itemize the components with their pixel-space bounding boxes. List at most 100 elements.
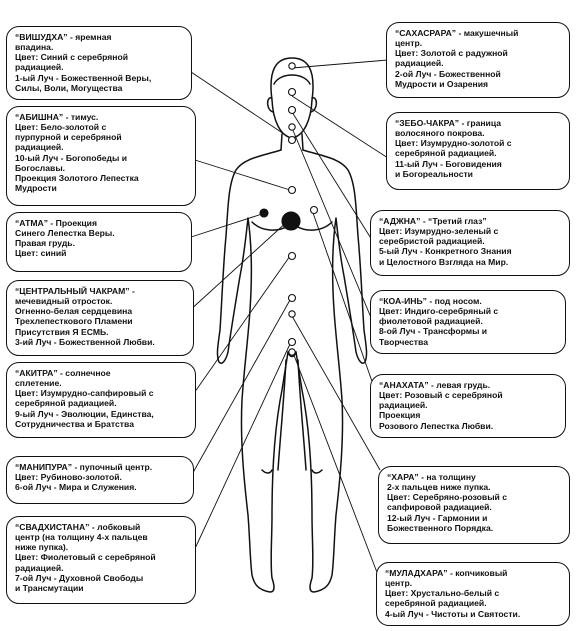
chakra-name: “АДЖНА” (379, 216, 421, 226)
chakra-line: Трехлепесткового Пламени (15, 316, 133, 327)
chakra-line: Синего Лепестка Веры. (15, 228, 115, 239)
connector-ajna (291, 111, 373, 241)
chakra-box-abishna: “АБИШНА” - тимус. Цвет: Бело-золотой с п… (6, 106, 196, 206)
chakra-line: Цвет: Хрустально-белый с (385, 588, 500, 599)
connector-abishna (194, 159, 291, 191)
chakra-line: 11-ый Луч - Боговидения (395, 158, 502, 169)
chakra-point-atma (259, 208, 269, 218)
chakra-point-hara (288, 310, 296, 318)
chakra-line: - под носом. (429, 296, 482, 306)
chakra-point-central (281, 211, 301, 231)
chakra-box-muladhara: “МУЛАДХАРА” - копчиковый центр. Цвет: Хр… (376, 562, 570, 626)
chakra-line: - макушечный (458, 28, 519, 38)
chakra-line: сплетение. (15, 378, 62, 389)
chakra-line: - копчиковый (449, 568, 508, 578)
chakra-point-anahata (309, 205, 319, 215)
chakra-line: серебряной радиацией. (395, 148, 497, 159)
chakra-line: Цвет: Изумрудно-сапфировый с (15, 388, 154, 399)
chakra-point-muladhara (288, 348, 296, 356)
chakra-line: центр. (395, 38, 423, 49)
chakra-line: Мудрости (15, 182, 57, 193)
chakra-point-koa-in (288, 123, 296, 131)
chakra-name: “АТМА” (15, 218, 48, 228)
chakra-name: “МУЛАДХАРА” (385, 568, 448, 578)
chakra-box-sahasrara: “САХАСРАРА” - макушечный центр. Цвет: Зо… (386, 22, 570, 98)
chakra-line: - (131, 286, 135, 296)
head-outline (270, 57, 314, 139)
chakra-name: “АНАХАТА” (379, 380, 429, 390)
chakra-box-manipura: “МАНИПУРА” - пупочный центр. Цвет: Рубин… (6, 456, 194, 504)
chakra-line: радиацией. (15, 142, 64, 153)
chakra-line: - пупочный центр. (74, 462, 153, 472)
ear-left (266, 97, 274, 113)
chakra-line: - “Третий глаз” (422, 216, 487, 226)
connector-hara (291, 315, 381, 471)
chakra-line: 7-ой Луч - Духовной Свободы (15, 572, 144, 583)
chakra-name: “ВИШУДХА” (15, 32, 68, 42)
chakra-line: пурпурной и серебряной (15, 132, 122, 143)
connector-atma (187, 213, 263, 239)
connector-akitra (191, 255, 291, 397)
chakra-point-sahasrara (288, 62, 296, 70)
chakra-box-koa-in: “КОА-ИНЬ” - под носом. Цвет: Индиго-сере… (370, 290, 566, 354)
chakra-line: 6-ой Луч - Мира и Служения. (15, 482, 137, 493)
chakra-point-abishna (287, 185, 297, 195)
connector-manipura (189, 299, 291, 479)
chakra-line: радиацией. (379, 400, 428, 411)
chakra-box-anahata: “АНАХАТА” - левая грудь. Цвет: Розовый с… (370, 374, 566, 438)
connector-lines (187, 59, 389, 576)
chakra-line: волосяного покрова. (395, 128, 485, 139)
chakra-box-svadhistana: “СВАДХИСТАНА” - лобковый центр (на толщи… (6, 516, 196, 604)
right-body-outline (295, 149, 368, 593)
chakra-line: 2-х пальцев ниже пупка. (387, 482, 491, 493)
chakra-name: “АКИТРА” (15, 368, 58, 378)
chakra-box-central-chakram: “ЦЕНТРАЛЬНЫЙ ЧАКРАМ” - мечевидный отрост… (6, 280, 194, 356)
left-body-outline (216, 149, 289, 593)
chakra-line: серебряной радиацией. (385, 598, 487, 609)
chakra-point-vishuddha (287, 135, 297, 145)
chakra-line: - левая грудь. (431, 380, 491, 390)
connector-vishuddha (187, 69, 291, 139)
chakra-line: - лобковый (91, 522, 141, 532)
chakra-line: Правая грудь. (15, 238, 75, 249)
chakra-box-zebo-chakra: “ЗЕБО-ЧАКРА” - граница волосяного покров… (386, 112, 570, 190)
chakra-point-manipura (287, 293, 297, 303)
chakra-line: Цвет: Фиолетовый с серебряной (15, 552, 156, 563)
chakra-name: “САХАСРАРА” (395, 28, 457, 38)
chakra-line: Цвет: Розовый с серебряной (379, 390, 503, 401)
chakra-name: “ЦЕНТРАЛЬНЫЙ ЧАКРАМ” (15, 286, 130, 296)
chakra-line: Божественного Порядка. (387, 522, 494, 533)
chakra-line: Силы, Воли, Могущества (15, 82, 123, 93)
chakra-box-hara: “ХАРА” - на толщину 2-х пальцев ниже пуп… (378, 466, 570, 544)
inner-leg-right (297, 359, 307, 471)
chakra-line: Цвет: Изумрудно-зеленый с (379, 226, 499, 237)
connector-central (187, 219, 290, 313)
chakra-line: центр. (385, 578, 413, 589)
chakra-line: ниже пупка). (15, 542, 69, 553)
chakra-line: - Проекция (50, 218, 97, 228)
ear-right (310, 97, 318, 113)
chakra-box-vishuddha: “ВИШУДХА” - яремная впадина. Цвет: Синий… (6, 26, 192, 100)
chakra-line: и Трансмутации (15, 582, 84, 593)
chakra-line: Цвет: синий (15, 248, 67, 259)
neck-outline (280, 133, 304, 151)
chakra-line: и Богореальности (395, 168, 473, 179)
connector-zebo (291, 95, 389, 159)
chakra-line: 12-ый Луч - Гармонии и (387, 512, 488, 523)
chakra-line: Проекция (379, 410, 421, 421)
chakra-line: серебряной радиацией. (15, 398, 117, 409)
chakra-line: Цвет: Изумрудно-золотой с (395, 138, 512, 149)
chakra-line: 4-ый Луч - Чистоты и Святости. (385, 608, 521, 619)
chakra-line: центр (на толщину 4-х пальцев (15, 532, 148, 543)
chakra-line: сапфировой радиацией. (387, 502, 492, 513)
chakra-line: впадина. (15, 42, 54, 53)
chakra-line: 1-ый Луч - Божественной Веры, (15, 72, 152, 83)
chakra-line: Розового Лепестка Любви. (379, 420, 494, 431)
chakra-line: 8-ой Луч - Трансформы и (379, 326, 488, 337)
chakra-line: 3-ий Луч - Божественной Любви. (15, 336, 155, 347)
chakra-line: 2-ой Луч - Божественной (395, 68, 501, 79)
chakra-line: серебристой радиацией. (379, 236, 485, 247)
chakra-line: Цвет: Серебряно-розовый с (387, 492, 507, 503)
chakra-name: “СВАДХИСТАНА” (15, 522, 90, 532)
